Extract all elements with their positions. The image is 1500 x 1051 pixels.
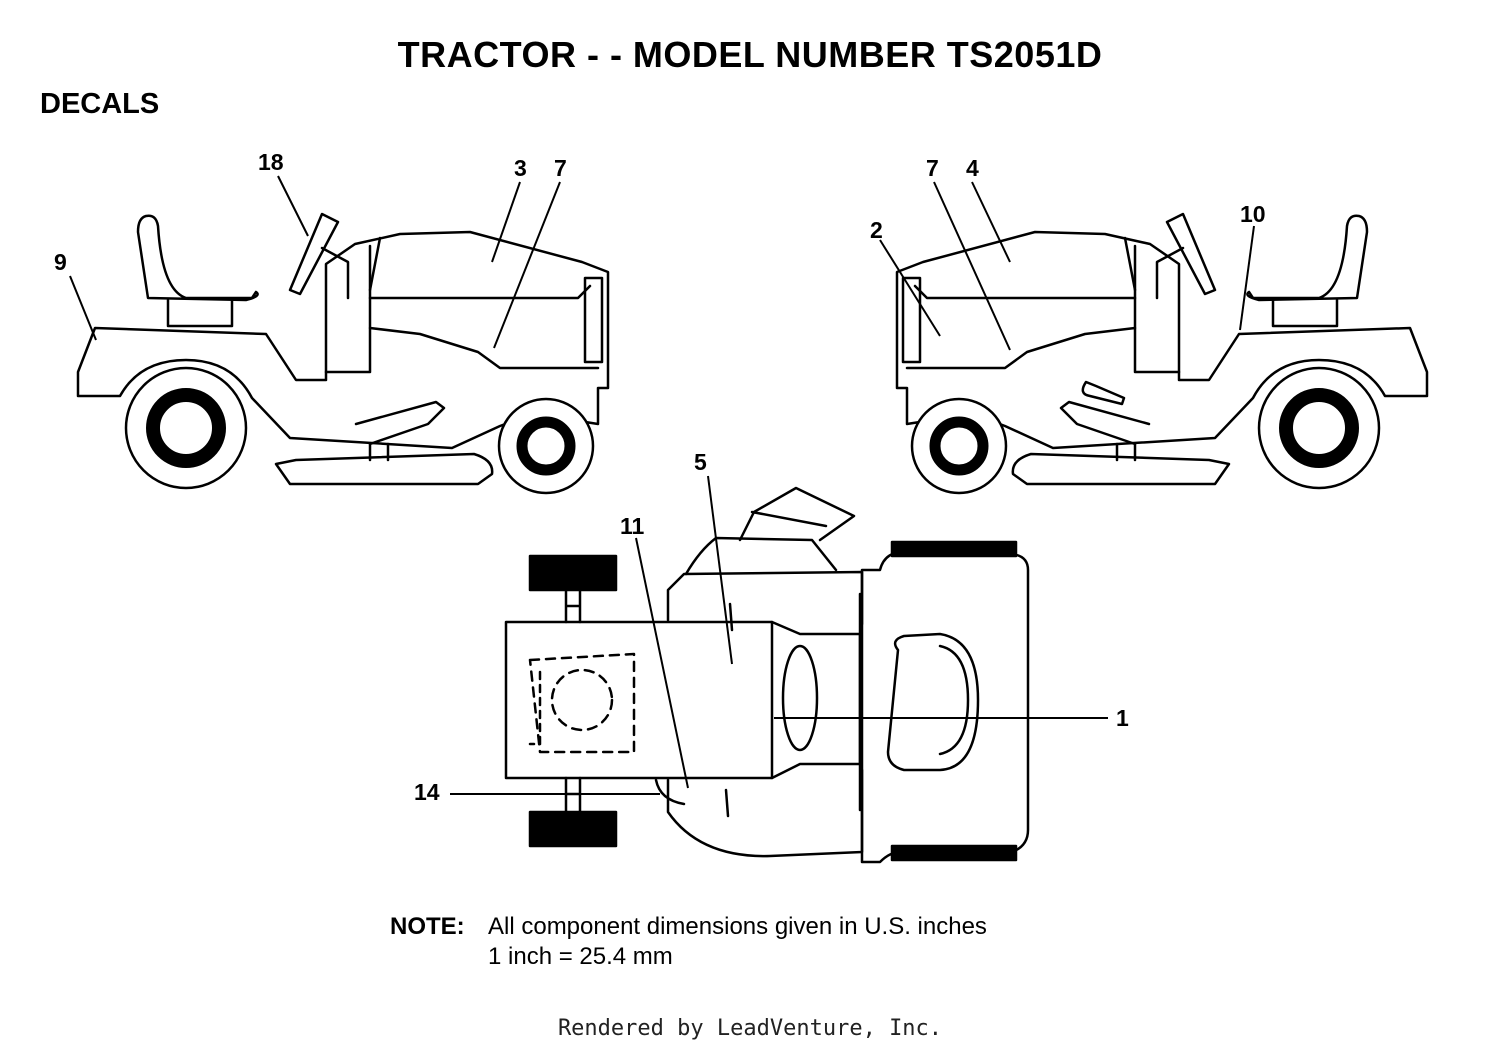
footer-credit: Rendered by LeadVenture, Inc.	[557, 1016, 943, 1041]
callout-4: 4	[966, 155, 979, 181]
callout-9: 9	[54, 249, 67, 275]
leader-lines	[69, 175, 1255, 795]
note-text: All component dimensions given in U.S. i…	[488, 912, 987, 972]
callout-18: 18	[258, 149, 284, 175]
callout-10: 10	[1240, 201, 1266, 227]
page-title: TRACTOR - - MODEL NUMBER TS2051D	[397, 34, 1103, 75]
tractor-right-view	[895, 212, 1429, 495]
note-block: NOTE: All component dimensions given in U…	[390, 912, 987, 972]
callout-14: 14	[414, 779, 440, 805]
callout-5: 5	[694, 449, 707, 475]
callout-7-left: 7	[554, 155, 567, 181]
callout-3: 3	[514, 155, 527, 181]
tractor-left-view	[76, 212, 610, 495]
tractor-top-view	[504, 486, 1030, 864]
callout-11: 11	[620, 513, 645, 539]
note-line-2: 1 inch = 25.4 mm	[488, 943, 673, 970]
callout-7-right: 7	[926, 155, 939, 181]
callout-1: 1	[1116, 705, 1129, 731]
callout-2: 2	[870, 217, 883, 243]
section-heading: DECALS	[40, 88, 160, 120]
note-label: NOTE:	[390, 913, 465, 940]
note-line-1: All component dimensions given in U.S. i…	[488, 913, 987, 940]
